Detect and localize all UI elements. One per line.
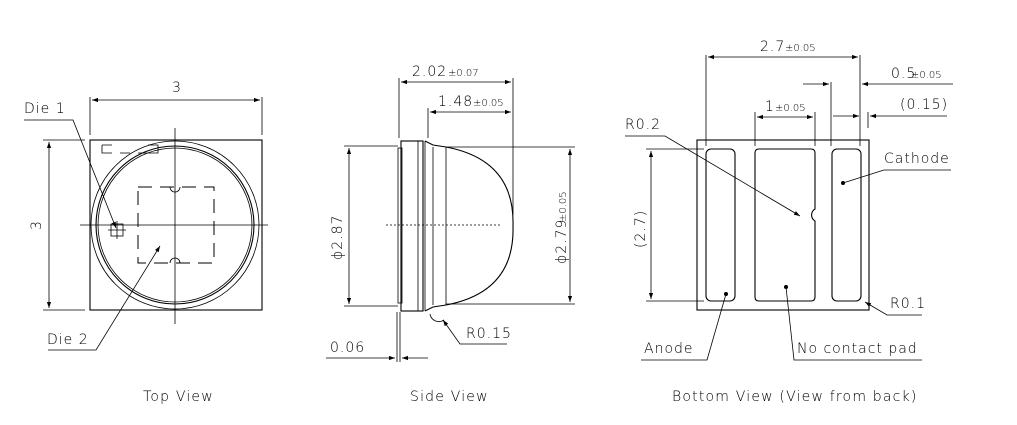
center-pad-width-dim: 1 (765, 99, 775, 115)
svg-text:±0.05: ±0.05 (911, 70, 942, 81)
anode-label: Anode (644, 341, 694, 357)
svg-text:±0.05: ±0.05 (775, 103, 806, 114)
top-height-dim: 3 (29, 220, 45, 230)
die2-label: Die 2 (47, 332, 89, 348)
corner-radius-label: R0.1 (890, 296, 926, 312)
top-view-caption: Top View (143, 389, 214, 405)
bottom-view-caption: Bottom View (View from back) (672, 389, 918, 405)
dome-length-dim: 1.48 (438, 94, 473, 110)
top-view: 3 3 Die 1 Die 2 Top View (24, 80, 268, 405)
dome-diameter-dim: ϕ2.79 (554, 219, 570, 264)
svg-text:±0.05: ±0.05 (785, 43, 816, 54)
pad-height-dim: (2.7) (633, 210, 649, 248)
bottom-view: 2.7 ±0.05 0.5 ±0.05 (0.15) 1 ±0.05 (2.7)… (625, 39, 953, 405)
cathode-pad (831, 148, 862, 302)
gap-dim: 0.06 (330, 340, 365, 356)
svg-text:±0.05: ±0.05 (558, 191, 569, 222)
no-contact-label: No contact pad (797, 341, 918, 357)
svg-text:±0.05: ±0.05 (473, 98, 504, 109)
svg-text:±0.07: ±0.07 (448, 68, 479, 79)
anode-pad (705, 148, 736, 302)
edge-gap-dim: (0.15) (900, 97, 948, 113)
cathode-width-dim: 0.5 (891, 66, 916, 82)
side-radius-dim: R0.15 (466, 326, 512, 342)
die1-label: Die 1 (24, 101, 66, 117)
side-view-caption: Side View (410, 389, 489, 405)
pad-span-dim: 2.7 (760, 39, 785, 55)
no-contact-pad (754, 148, 816, 302)
body-diameter-dim: ϕ2.87 (330, 215, 346, 260)
cathode-label: Cathode (884, 151, 950, 167)
total-length-dim: 2.02 (412, 64, 447, 80)
notch-radius-label: R0.2 (625, 117, 661, 133)
lens-dome (424, 140, 514, 312)
side-view: 2.02 ±0.07 1.48 ±0.05 ϕ2.87 ϕ2.79 ±0.05 … (326, 64, 575, 405)
bottom-outline (696, 139, 870, 311)
top-width-dim: 3 (172, 80, 182, 96)
